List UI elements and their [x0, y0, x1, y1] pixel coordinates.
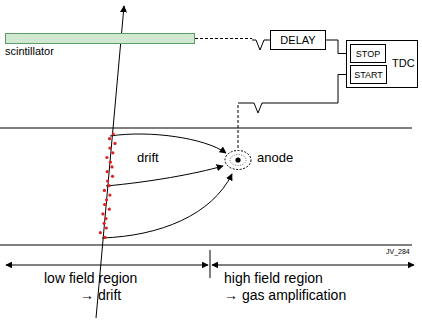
- region-note: → drift: [80, 287, 121, 303]
- drift-arrow: [106, 166, 223, 186]
- drift-arrow: [110, 134, 226, 153]
- region-line: [0, 245, 412, 246]
- signal-pulse: [250, 103, 268, 113]
- signal-wire: [238, 75, 350, 149]
- node-label: TDC: [392, 57, 415, 69]
- drift-label: drift: [136, 150, 160, 165]
- anode-wire: [223, 148, 253, 172]
- region-label: low field region: [44, 270, 137, 286]
- node-label: STOP: [356, 49, 380, 59]
- region-arrow: [212, 265, 414, 266]
- ionisation-dots: [99, 132, 117, 239]
- signal-pulse: [252, 40, 270, 50]
- tdc-box: TDC STOP START: [346, 40, 418, 88]
- process-box: STOP: [350, 44, 386, 63]
- node-label: DELAY: [280, 34, 315, 46]
- process-box: DELAY: [270, 30, 326, 50]
- node-label: scintillator: [5, 45, 195, 57]
- node-label: anode: [257, 150, 293, 165]
- region-arrow: [6, 265, 208, 266]
- scintillator: scintillator: [5, 33, 195, 57]
- anode: anode: [223, 148, 293, 172]
- drift-arrow: [102, 174, 232, 238]
- wire-segment: [238, 103, 239, 148]
- region-label: high field region: [224, 270, 323, 286]
- region-note: → gas amplification: [224, 287, 346, 303]
- region-line: [0, 128, 412, 129]
- figure-id: JV_284: [386, 248, 410, 255]
- region-tick: [210, 250, 211, 278]
- scintillator-bar: [5, 33, 195, 44]
- process-box: START: [350, 65, 387, 84]
- node-label: START: [354, 70, 383, 80]
